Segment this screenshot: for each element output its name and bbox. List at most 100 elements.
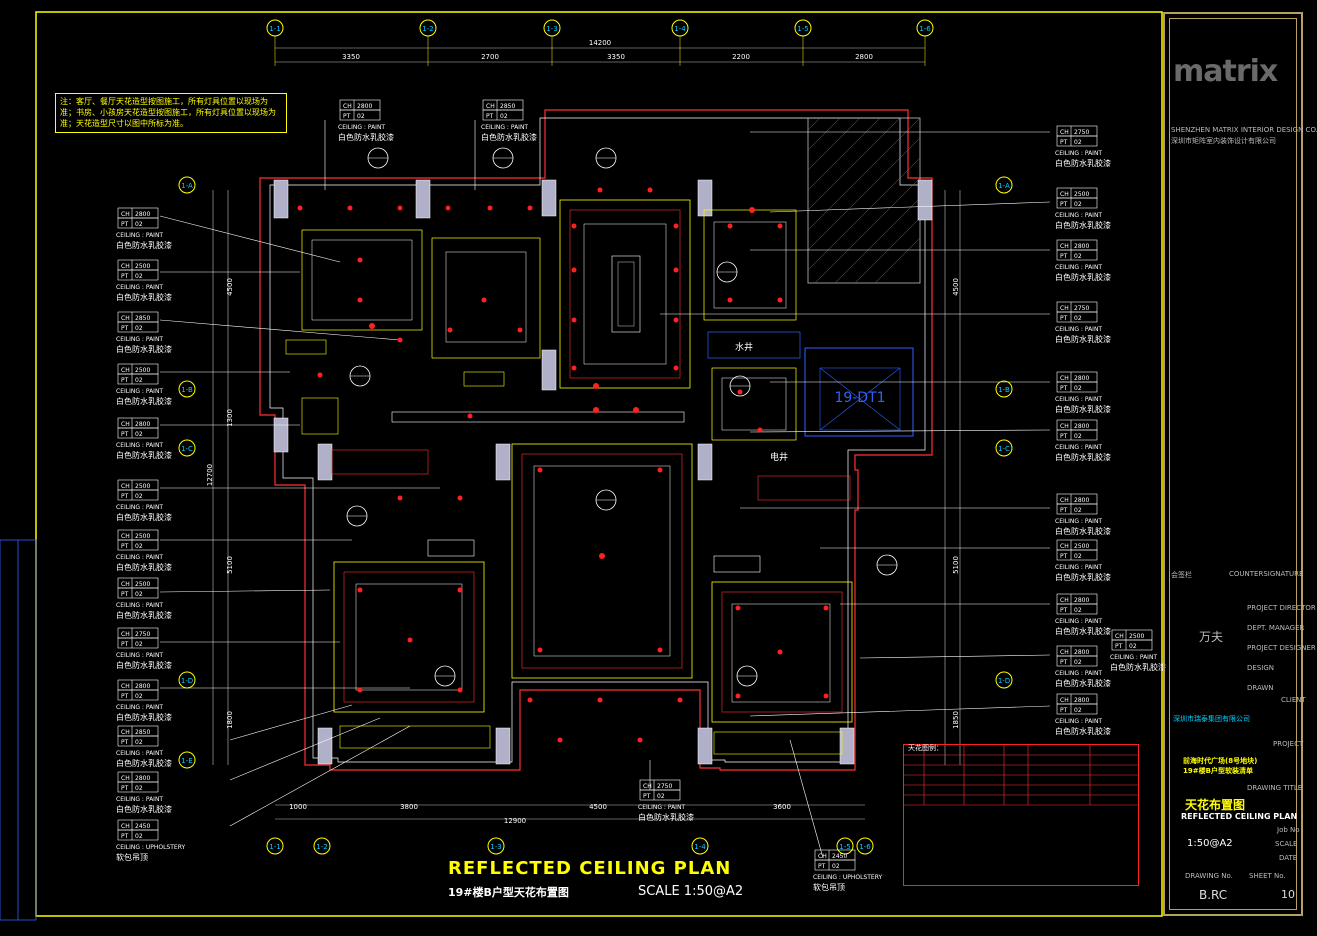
ceiling-tag-height: 2800	[1074, 697, 1089, 704]
grid-label-top: 1-6	[919, 25, 931, 33]
ceiling-tag-box	[117, 321, 159, 333]
ceiling-tag-label: CEILING : PAINT	[116, 232, 163, 239]
ceiling-tag-key: CH	[1115, 633, 1124, 640]
grid-bubble-bottom	[836, 837, 854, 855]
drawing-title-cn: 19#楼B户型天花布置图	[448, 886, 569, 899]
ceiling-tag-paint: 02	[1129, 643, 1137, 650]
ceiling-tag-material: 白色防水乳胶漆	[1055, 572, 1111, 582]
grid-label-bottom: 1-4	[694, 843, 706, 851]
ceiling-tag-key: CH	[1060, 649, 1069, 656]
ceiling-tag-height: 2800	[135, 421, 150, 428]
ceiling-tag-material: 白色防水乳胶漆	[1055, 452, 1111, 462]
ceiling-tag-paint: 02	[1074, 385, 1082, 392]
ceiling-tag-label: CEILING : PAINT	[116, 750, 163, 757]
ceiling-tag-key: PT	[818, 863, 826, 870]
role-label: DRAWN	[1247, 684, 1274, 692]
ceiling-tag-height: 2800	[1074, 597, 1089, 604]
ceiling-tag-material: 白色防水乳胶漆	[338, 132, 394, 142]
ceiling-tag-paint: 02	[135, 693, 143, 700]
ceiling-tag-key: PT	[1060, 201, 1068, 208]
title-block-inner	[1169, 18, 1297, 910]
ceiling-tag-key: CH	[343, 103, 352, 110]
drawing-title-label: DRAWING TITLE	[1247, 784, 1303, 792]
ceiling-tag-box	[117, 269, 159, 281]
dim-left: 5100	[226, 556, 234, 574]
ceiling-tag-key: PT	[1060, 553, 1068, 560]
ceiling-tag-key: CH	[1060, 497, 1069, 504]
dim-left-total: 12700	[206, 464, 214, 486]
ceiling-tag-material: 白色防水乳胶漆	[1055, 678, 1111, 688]
ceiling-tag-key: PT	[1060, 607, 1068, 614]
ceiling-tag-box	[117, 489, 159, 501]
grid-label-bottom: 1-3	[490, 843, 501, 851]
ceiling-outlines	[285, 199, 853, 755]
dim-left: 1800	[226, 711, 234, 729]
ceiling-tag-box	[639, 789, 681, 801]
ceiling-tag-paint: 02	[135, 273, 143, 280]
ceiling-tag-paint: 02	[1074, 315, 1082, 322]
ceiling-tag-height: 2500	[1129, 633, 1144, 640]
ceiling-tag-key: PT	[121, 325, 129, 332]
ceiling-tag-paint: 02	[357, 113, 365, 120]
ceiling-tag-box	[1056, 549, 1098, 561]
ceiling-tag-key: PT	[1060, 433, 1068, 440]
grid-label-top: 1-5	[797, 25, 808, 33]
ceiling-tag-key: PT	[121, 591, 129, 598]
grid-bubble-left	[178, 439, 196, 457]
dim-left: 1300	[226, 409, 234, 427]
role-label: DESIGN	[1247, 664, 1274, 672]
ceiling-tag-label: CEILING : PAINT	[638, 804, 685, 811]
ceiling-tag-box	[117, 587, 159, 599]
grid-bubble-left	[178, 671, 196, 689]
grid-bubble-bottom	[691, 837, 709, 855]
ceiling-tag-box	[117, 427, 159, 439]
ceiling-tag-height: 2750	[657, 783, 672, 790]
tb-drawing-title-cn: 天花布置图	[1185, 798, 1246, 812]
ceiling-tag-height: 2800	[135, 683, 150, 690]
grid-label-top: 1-1	[269, 25, 280, 33]
ceiling-tag-paint: 02	[135, 221, 143, 228]
dim-bottom: 4500	[589, 803, 607, 811]
dim-bottom: 3600	[773, 803, 791, 811]
ceiling-tag-box	[117, 829, 159, 841]
role-label: DEPT. MANAGER	[1247, 624, 1305, 632]
ceiling-tag-key: CH	[1060, 697, 1069, 704]
grid-label-bottom: 1-2	[316, 843, 327, 851]
dimension-lines	[212, 47, 961, 820]
grid-label-bottom: 1-5	[839, 843, 850, 851]
ceiling-tag-label: CEILING : PAINT	[116, 442, 163, 449]
tb-scale-value: 1:50@A2	[1187, 838, 1233, 849]
ceiling-tag-paint: 02	[135, 377, 143, 384]
company-logo: matrix	[1173, 54, 1278, 89]
ceiling-tag-box	[117, 217, 159, 229]
role-label: PROJECT DIRECTOR	[1247, 604, 1316, 612]
ceiling-tag-key: PT	[1060, 707, 1068, 714]
role-label: PROJECT DESIGNER	[1247, 644, 1316, 652]
ceiling-tag-key: PT	[1060, 659, 1068, 666]
ceiling-tag-material: 白色防水乳胶漆	[1055, 158, 1111, 168]
ceiling-tag-key: PT	[486, 113, 494, 120]
legend-title: 天花图例：	[908, 744, 943, 752]
ceiling-tag-height: 2500	[135, 581, 150, 588]
ceiling-tag-material: 白色防水乳胶漆	[116, 512, 172, 522]
ceiling-tag-paint: 02	[135, 833, 143, 840]
ceiling-tag-key: PT	[121, 273, 129, 280]
ceiling-tag-key: PT	[121, 739, 129, 746]
drawing-frame	[35, 11, 1163, 917]
ceiling-tag-paint: 02	[832, 863, 840, 870]
ceiling-tag-key: CH	[121, 775, 130, 782]
ceiling-tag-box	[1056, 381, 1098, 393]
dim-top: 3350	[342, 53, 360, 61]
ceiling-tag-material: 白色防水乳胶漆	[1055, 726, 1111, 736]
ceiling-tag-paint: 02	[1074, 607, 1082, 614]
ceiling-tag-material: 白色防水乳胶漆	[116, 804, 172, 814]
ceiling-tag-label: CEILING : PAINT	[116, 652, 163, 659]
countersign-label: 会签栏	[1171, 571, 1192, 579]
ceiling-tag-label: CEILING : PAINT	[1055, 326, 1102, 333]
ceiling-tag-box	[1056, 655, 1098, 667]
ceiling-tag-paint: 02	[135, 739, 143, 746]
ceiling-tag-label: CEILING : PAINT	[1055, 670, 1102, 677]
ceiling-tag-paint: 02	[1074, 659, 1082, 666]
ceiling-tag-box	[482, 109, 524, 121]
